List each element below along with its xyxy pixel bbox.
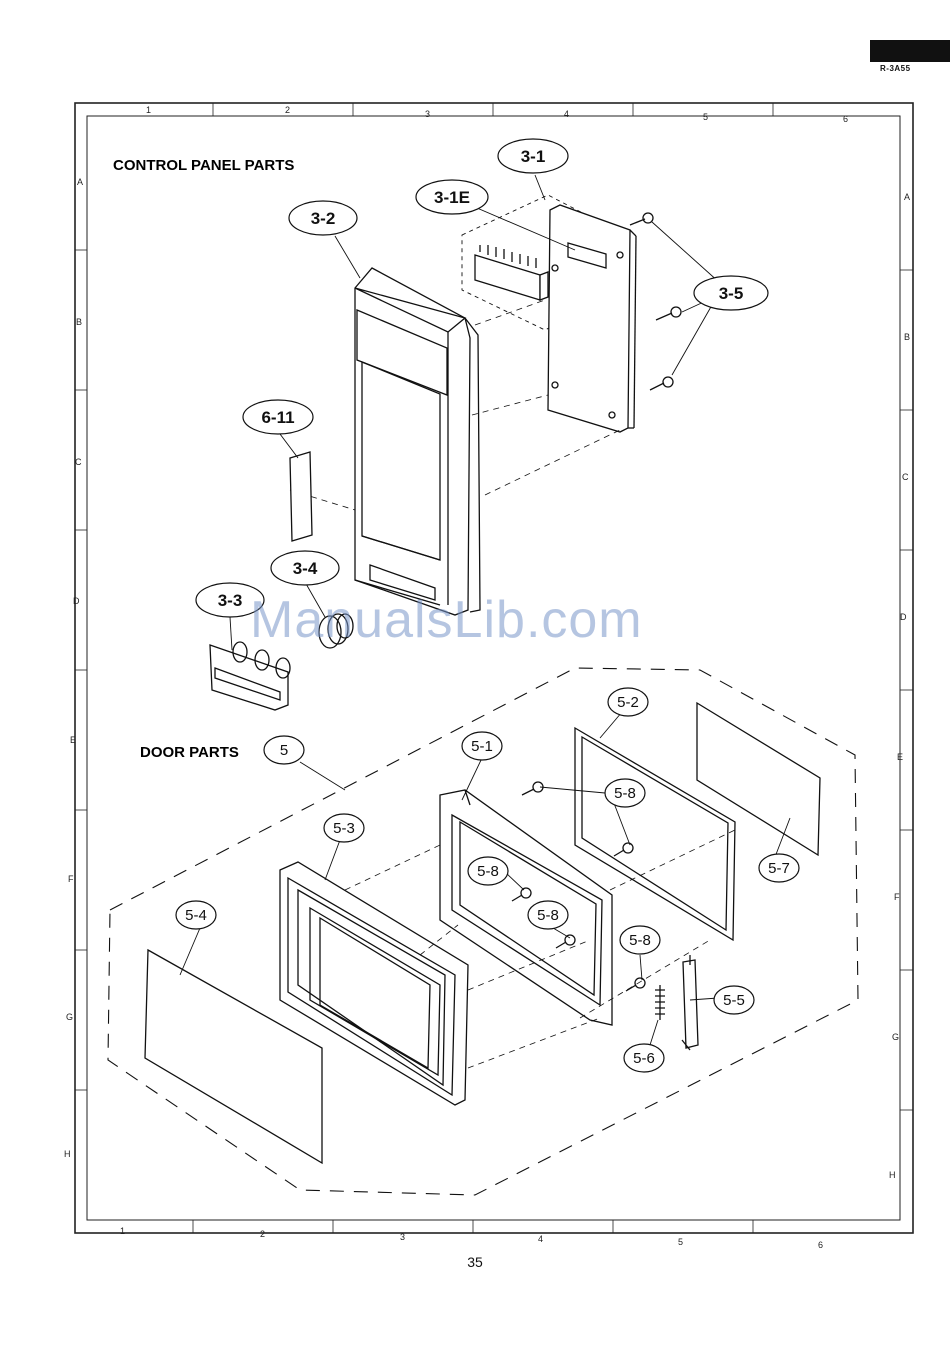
grid-row-g-left: G bbox=[66, 1012, 73, 1022]
grid-col-4-bottom: 4 bbox=[538, 1234, 543, 1244]
callout-3-5: 3-5 bbox=[719, 284, 744, 303]
callout-6-11: 6-11 bbox=[261, 408, 294, 427]
callout-5-8-b: 5-8 bbox=[477, 863, 499, 880]
grid-row-g-right: G bbox=[892, 1032, 899, 1042]
callout-5-6: 5-6 bbox=[633, 1050, 655, 1067]
grid-col-4-top: 4 bbox=[564, 109, 569, 119]
grid-col-5-bottom: 5 bbox=[678, 1237, 683, 1247]
grid-col-6-bottom: 6 bbox=[818, 1240, 823, 1250]
callout-5-2: 5-2 bbox=[617, 694, 639, 711]
grid-row-b-left: B bbox=[76, 317, 82, 327]
grid-col-1-bottom: 1 bbox=[120, 1226, 125, 1236]
grid-row-a-right: A bbox=[904, 192, 910, 202]
callout-3-2: 3-2 bbox=[311, 209, 336, 228]
callout-5-8-c: 5-8 bbox=[537, 907, 559, 924]
callout-5-1: 5-1 bbox=[471, 738, 493, 755]
screw-3-5-top bbox=[630, 213, 653, 225]
grid-row-f-right: F bbox=[894, 892, 900, 902]
door-parts-title: DOOR PARTS bbox=[140, 744, 239, 761]
watermark-text: ManualsLib.com bbox=[250, 590, 643, 650]
callout-5-8-d: 5-8 bbox=[629, 932, 651, 949]
button-3-3 bbox=[210, 642, 290, 710]
control-panel-title: CONTROL PANEL PARTS bbox=[113, 157, 294, 174]
screw-3-5-mid bbox=[656, 307, 681, 320]
grid-col-2-top: 2 bbox=[285, 105, 290, 115]
grid-col-2-bottom: 2 bbox=[260, 1229, 265, 1239]
callout-3-4: 3-4 bbox=[293, 559, 318, 578]
grid-row-e-right: E bbox=[897, 752, 903, 762]
callout-5-7: 5-7 bbox=[768, 860, 790, 877]
grid-row-f-left: F bbox=[68, 874, 74, 884]
callout-5-4: 5-4 bbox=[185, 907, 207, 924]
grid-row-h-right: H bbox=[889, 1170, 896, 1180]
grid-row-h-left: H bbox=[64, 1149, 71, 1159]
grid-col-3-bottom: 3 bbox=[400, 1232, 405, 1242]
grid-col-3-top: 3 bbox=[425, 109, 430, 119]
grid-row-a-left: A bbox=[77, 177, 83, 187]
callout-5-8-a: 5-8 bbox=[614, 785, 636, 802]
callout-5: 5 bbox=[280, 742, 288, 759]
callout-3-1: 3-1 bbox=[521, 147, 546, 166]
grid-row-c-left: C bbox=[75, 457, 82, 467]
callout-3-3: 3-3 bbox=[218, 591, 243, 610]
page-number: 35 bbox=[0, 1254, 950, 1270]
screw-3-5-bot bbox=[650, 377, 673, 390]
grid-row-d-right: D bbox=[900, 612, 907, 622]
grid-row-b-right: B bbox=[904, 332, 910, 342]
callout-5-5: 5-5 bbox=[723, 992, 745, 1009]
grid-col-5-top: 5 bbox=[703, 112, 708, 122]
callout-3-1e: 3-1E bbox=[434, 188, 470, 207]
grid-col-6-top: 6 bbox=[843, 114, 848, 124]
grid-row-e-left: E bbox=[70, 735, 76, 745]
screw-5-8-a bbox=[522, 782, 543, 795]
callout-5-3: 5-3 bbox=[333, 820, 355, 837]
latch-5-5 bbox=[682, 955, 698, 1050]
grid-row-c-right: C bbox=[902, 472, 909, 482]
grid-row-d-left: D bbox=[73, 596, 80, 606]
spring-5-6 bbox=[655, 985, 665, 1020]
grid-col-1-top: 1 bbox=[146, 105, 151, 115]
